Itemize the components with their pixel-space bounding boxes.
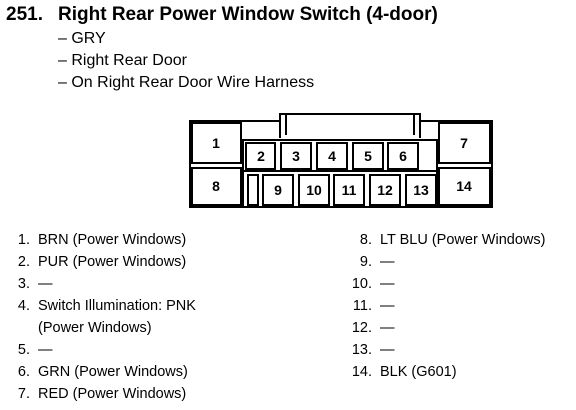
list-item: 3. — [8, 273, 53, 295]
pin-description: PUR (Power Windows) [38, 254, 187, 270]
pin-cell-8 [191, 167, 242, 206]
pin-description: — [380, 320, 395, 336]
pin-cell-4 [316, 142, 348, 170]
pin-label-11: 11 [342, 182, 357, 198]
pin-label-13: 13 [413, 182, 429, 198]
pin-number: 5. [17, 342, 30, 358]
pin-label-7: 7 [460, 135, 468, 151]
connector-inner-frame [242, 139, 438, 207]
pin-number: 12. [351, 320, 372, 336]
pin-number: 3. [17, 276, 30, 292]
pin-cell-11 [333, 174, 365, 206]
pin-cell-5 [352, 142, 384, 170]
list-item: 4. Switch Illumination: PNK (Power Window… [8, 295, 196, 339]
pin-number: 4. [17, 298, 30, 314]
connector-latch [279, 114, 421, 138]
pin-cell-13 [405, 174, 437, 206]
page-title: 251. Right Rear Power Window Switch (4-do… [6, 4, 438, 26]
item-number: 251. [6, 4, 43, 25]
pin-description: Switch Illumination: PNK [38, 298, 196, 314]
pin-number: 8. [359, 232, 372, 248]
pin-description: BLK (G601) [380, 364, 457, 380]
pin-label-2: 2 [257, 148, 265, 164]
pin-number: 7. [17, 386, 30, 402]
list-item: 6. GRN (Power Windows) [8, 361, 188, 383]
pin-label-12: 12 [377, 182, 393, 198]
list-item: 1. BRN (Power Windows) [8, 229, 186, 251]
pin-label-5: 5 [364, 148, 372, 164]
list-item: 8. LT BLU (Power Windows) [342, 229, 546, 251]
pin-number: 1. [17, 232, 30, 248]
list-item: 12. — [342, 317, 395, 339]
pin-number: 10. [351, 276, 372, 292]
pin-label-14: 14 [456, 178, 472, 194]
connector-harness: – On Right Rear Door Wire Harness [58, 74, 315, 91]
pin-cell-9 [262, 174, 294, 206]
pin-cell-14 [438, 167, 491, 206]
pin-description: — [380, 298, 395, 314]
pin-label-4: 4 [328, 148, 336, 164]
pin-number: 11. [352, 298, 372, 314]
pin-label-10: 10 [306, 182, 322, 198]
list-item: 5. — [8, 339, 53, 361]
pin-number: 9. [359, 254, 372, 270]
pin-description: LT BLU (Power Windows) [380, 232, 546, 248]
pin-description: GRN (Power Windows) [38, 364, 188, 380]
connector-location: – Right Rear Door [58, 52, 187, 69]
pin-label-1: 1 [212, 135, 220, 151]
pin-cell-2 [245, 142, 276, 170]
pin-cell-1 [191, 122, 242, 164]
item-title: Right Rear Power Window Switch (4-door) [58, 4, 438, 25]
pin-description: — [38, 342, 53, 358]
pin-list-right: 8. LT BLU (Power Windows) 9. — 10. — 11. — 1… [342, 229, 572, 383]
list-item: 11. — [342, 295, 395, 317]
pin-description: RED (Power Windows) [38, 386, 187, 402]
pin-cell-10 [298, 174, 330, 206]
pin-label-9: 9 [274, 182, 282, 198]
list-item: 2. PUR (Power Windows) [8, 251, 186, 273]
pin-number: 14. [351, 364, 372, 380]
list-item: 13. — [342, 339, 395, 361]
list-item: 10. — [342, 273, 395, 295]
list-item: 7. RED (Power Windows) [8, 383, 186, 405]
list-item: 14. BLK (G601) [342, 361, 457, 383]
pin-description: BRN (Power Windows) [38, 232, 187, 248]
pin-list-left: 1. BRN (Power Windows) 2. PUR (Power Windo… [8, 229, 268, 405]
pin-description: — [380, 254, 395, 270]
pin-description: — [380, 276, 395, 292]
connector-color: – GRY [58, 30, 106, 47]
pin-cell-7 [438, 122, 491, 164]
pin-description: — [38, 276, 53, 292]
pin-number: 6. [17, 364, 30, 380]
pin-label-6: 6 [399, 148, 407, 164]
pin-cell-12 [369, 174, 401, 206]
list-item: 9. — [342, 251, 395, 273]
pin-description-continued: (Power Windows) [38, 320, 152, 336]
pin-cell-blank [247, 174, 259, 206]
connector-diagram: 1 2 3 4 5 6 7 8 9 10 11 12 13 14 [189, 113, 493, 208]
pin-number: 13. [351, 342, 372, 358]
pin-cell-6 [387, 142, 419, 170]
pin-description: — [380, 342, 395, 358]
pin-label-8: 8 [212, 178, 220, 194]
pin-number: 2. [17, 254, 30, 270]
pin-label-3: 3 [292, 148, 300, 164]
pin-cell-3 [280, 142, 312, 170]
